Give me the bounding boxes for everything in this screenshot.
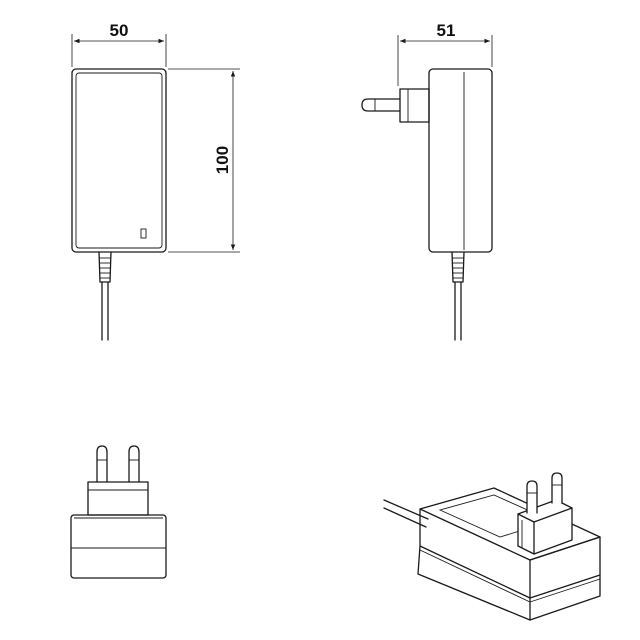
front-height-dimension: 100 [168,68,240,253]
isometric-view [383,472,601,621]
plug-end-view [70,445,167,579]
front-strain-relief [98,251,112,283]
side-strain-relief [451,251,465,283]
iso-plug [517,472,573,555]
side-cable [454,281,462,341]
front-width-label: 50 [110,21,129,40]
led-indicator [140,228,147,239]
front-cable [101,281,109,341]
side-view: 51 [361,21,493,341]
front-height-label: 100 [213,146,232,174]
iso-cable [383,499,429,528]
plug-end-pins [96,445,140,483]
side-depth-label: 51 [437,21,456,40]
side-depth-dimension: 51 [397,21,493,86]
front-width-dimension: 50 [71,21,167,67]
front-view: 50 100 [71,21,240,341]
side-plug-pin [361,98,401,112]
